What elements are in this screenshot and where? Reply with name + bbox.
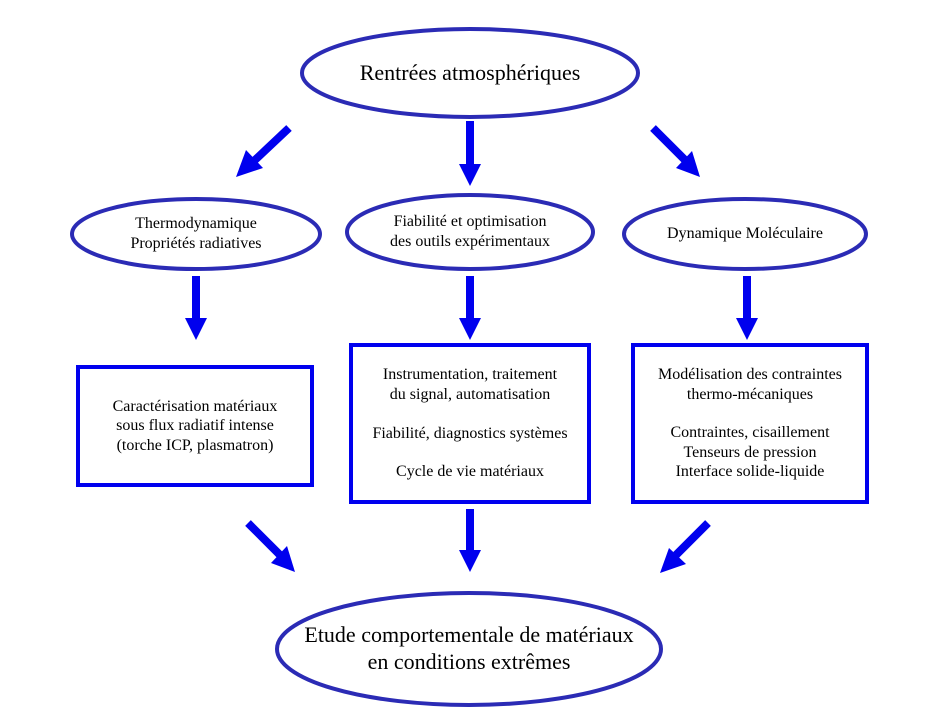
box-left-line-1: Caractérisation matériaux — [112, 397, 278, 415]
box-mid-line-4: Cycle de vie matériaux — [396, 463, 544, 481]
arrow-bottom-right — [660, 520, 711, 573]
thermo-ellipse — [70, 197, 322, 271]
top-line-1: Rentrées atmosphériques — [359, 59, 581, 85]
box-left-line-2: sous flux radiatif intense — [116, 417, 274, 435]
box-mid-line-2: du signal, automatisation — [389, 385, 551, 403]
dyn-line-1: Dynamique Moléculaire — [667, 225, 823, 243]
bottom-line-1: Etude comportementale de matériaux — [304, 622, 634, 648]
fiab-line-1: Fiabilité et optimisation — [393, 213, 547, 231]
dyn-node-label: Dynamique Moléculaire — [624, 205, 866, 263]
arrow-bottom-left — [245, 520, 295, 572]
arrow-mid-right — [736, 276, 758, 340]
thermo-line-1: Thermodynamique — [135, 215, 257, 233]
top-node-label: Rentrées atmosphériques — [302, 45, 638, 101]
thermo-line-2: Propriétés radiatives — [130, 235, 262, 252]
box-mid-label: Instrumentation, traitement du signal, a… — [353, 347, 587, 500]
top-ellipse — [300, 27, 640, 119]
box-right-line-1: Modélisation des contraintes — [658, 366, 842, 384]
bottom-node-label: Etude comportementale de matériaux en co… — [279, 612, 659, 686]
box-left — [76, 365, 314, 487]
fiab-node-label: Fiabilité et optimisation des outils exp… — [347, 203, 593, 261]
bottom-ellipse — [275, 591, 663, 707]
box-left-label: Caractérisation matériaux sous flux radi… — [80, 369, 310, 483]
box-mid-line-3: Fiabilité, diagnostics systèmes — [372, 424, 568, 442]
arrow-top-right — [650, 125, 700, 177]
arrow-top-center — [459, 121, 481, 186]
bottom-line-2: en conditions extrêmes — [367, 649, 571, 674]
box-right-line-2: thermo-mécaniques — [686, 385, 814, 403]
fiab-line-2: des outils expérimentaux — [390, 233, 550, 250]
arrow-mid-center — [459, 276, 481, 340]
fiab-ellipse — [345, 193, 595, 271]
dyn-ellipse — [622, 197, 868, 271]
arrow-bottom-center — [459, 509, 481, 572]
arrow-top-left — [236, 125, 292, 177]
thermo-node-label: Thermodynamique Propriétés radiatives — [72, 205, 320, 263]
box-mid — [349, 343, 591, 504]
box-right-line-4: Tenseurs de pression — [683, 443, 817, 461]
box-right-line-3: Contraintes, cisaillement — [670, 424, 830, 442]
box-right-line-5: Interface solide-liquide — [675, 463, 825, 481]
box-left-line-3: (torche ICP, plasmatron) — [116, 436, 274, 454]
box-right-label: Modélisation des contraintes thermo-méca… — [635, 347, 865, 500]
box-right — [631, 343, 869, 504]
arrow-mid-left — [185, 276, 207, 340]
box-mid-line-1: Instrumentation, traitement — [382, 366, 558, 384]
